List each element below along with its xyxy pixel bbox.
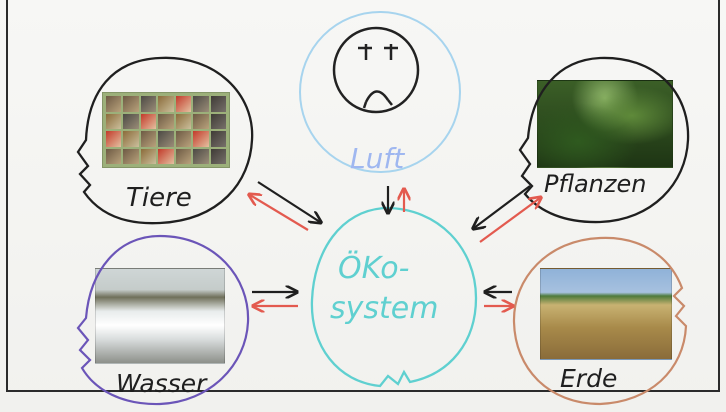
water-photo (95, 268, 225, 364)
plants-photo (537, 80, 673, 168)
tiere-label: Tiere (126, 183, 192, 213)
arrow-center-to-tiere (250, 195, 309, 231)
tiere-circle (76, 56, 254, 225)
center-label-top: ÖKo- (338, 250, 409, 286)
sad-face-icon (332, 26, 420, 114)
erde-circle (512, 236, 688, 406)
pflanzen-circle (518, 56, 690, 224)
wasser-label: Wasser (116, 369, 208, 398)
animals-photo (102, 92, 230, 168)
arrow-pflanzen-to-center (474, 185, 531, 228)
luft-label: Luft (350, 142, 405, 175)
luft-circle (299, 11, 461, 173)
wasser-circle (76, 234, 250, 406)
center-circle (310, 206, 478, 388)
soil-photo (540, 268, 672, 360)
board-edge-bottom (6, 390, 720, 392)
arrow-tiere-to-center (257, 181, 320, 222)
board-edge-left (6, 0, 8, 390)
board-edge-right (718, 0, 720, 390)
erde-label: Erde (560, 364, 617, 393)
arrow-center-to-pflanzen (479, 198, 540, 243)
center-label-bottom: system (330, 291, 438, 326)
pflanzen-label: Pflanzen (544, 170, 646, 198)
